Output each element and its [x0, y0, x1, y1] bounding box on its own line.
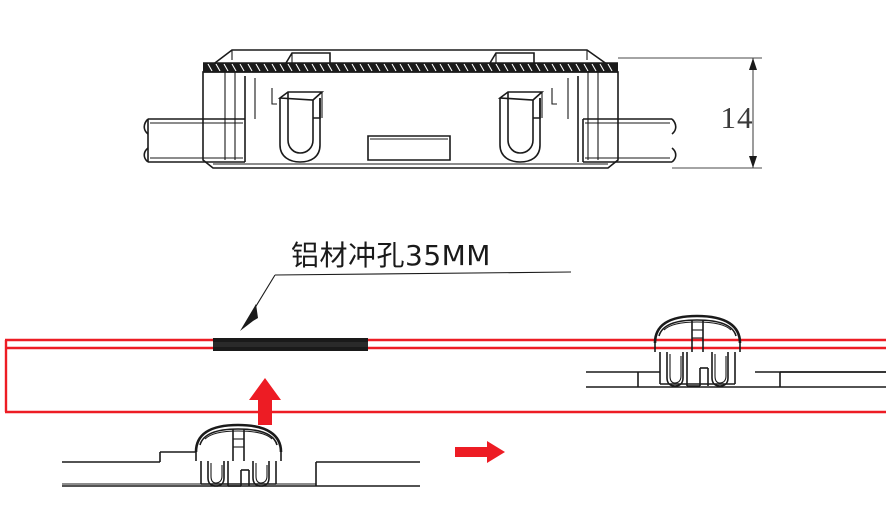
dimension-14: 14 — [618, 57, 762, 169]
punched-hole-highlight — [213, 338, 368, 351]
dim-arrow-top — [749, 58, 757, 70]
leader-arrowhead — [240, 304, 258, 331]
slide-right-arrow — [455, 441, 505, 463]
top-tab-left — [285, 52, 331, 64]
clip-assembly-left — [62, 423, 420, 487]
clip-assembly-right — [586, 314, 886, 388]
latch-hook-left — [271, 88, 325, 163]
knurled-top-band — [203, 62, 618, 73]
right-flange — [582, 118, 677, 163]
lower-view-group: 铝材冲孔35MM — [4, 239, 886, 487]
dim-arrow-bottom — [749, 156, 757, 168]
center-boss — [367, 135, 451, 161]
annotation-leader — [240, 271, 572, 331]
upper-view-group: 14 — [143, 49, 762, 169]
left-flange — [143, 118, 245, 163]
insert-up-arrow — [249, 378, 281, 425]
dimension-value: 14 — [721, 100, 754, 135]
top-tab-right — [489, 52, 535, 64]
latch-hook-right — [497, 88, 557, 163]
annotation-label: 铝材冲孔35MM — [291, 239, 491, 272]
red-rail-outline — [4, 338, 886, 414]
